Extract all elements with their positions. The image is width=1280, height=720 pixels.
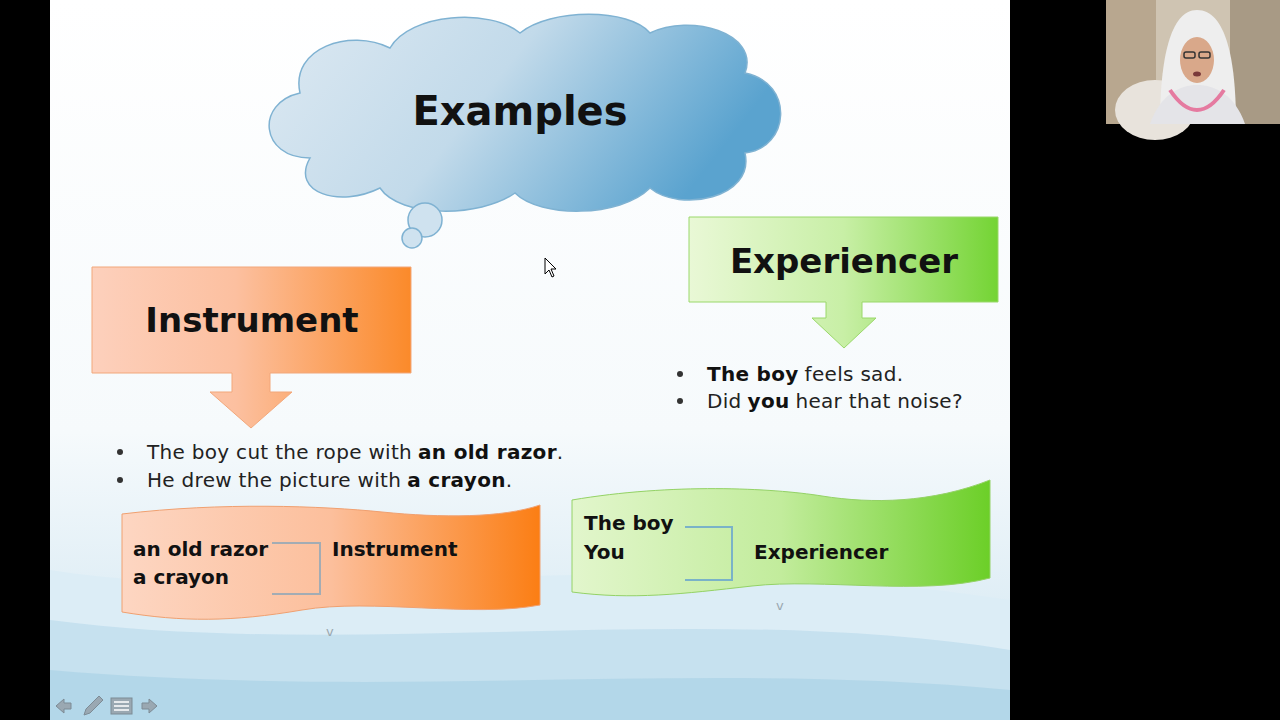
node-text: a crayon — [133, 566, 229, 588]
role-phrase: you — [748, 389, 790, 413]
node-heading: Instrument — [92, 300, 412, 340]
instrument-band: an old razor a crayon Instrument — [122, 500, 542, 622]
sentence-text: v — [776, 598, 784, 614]
bullet-dot — [677, 398, 683, 404]
node-text: The boy — [584, 512, 674, 534]
node-heading: Examples — [250, 88, 790, 134]
sentence-text: . — [557, 440, 564, 464]
bullet-dot — [117, 449, 123, 455]
example-sentence: Didyouhear that noise? — [707, 389, 963, 413]
example-sentence: The boyfeels sad. — [707, 362, 903, 386]
example-sentence: The boy cut the rope withan old razor. — [147, 440, 564, 464]
cloud-heading: Examples — [250, 8, 790, 248]
sentence-text: feels sad. — [805, 362, 904, 386]
node-text: Instrument — [332, 538, 457, 560]
experiencer-callout: Experiencer — [689, 217, 999, 349]
experiencer-band: The boyYou Experiencer — [572, 478, 992, 598]
sentence-text: v — [326, 624, 334, 640]
sentence-text: He drew the picture with — [147, 468, 401, 492]
sentence-text: Did — [707, 389, 742, 413]
sentence-text: hear that noise? — [795, 389, 962, 413]
role-phrase: a crayon — [407, 468, 505, 492]
role-phrase: The boy — [707, 362, 799, 386]
instrument-band-shape — [122, 500, 542, 622]
slide-mark: v — [326, 624, 334, 640]
bullet-dot — [117, 477, 123, 483]
bullet-dot — [677, 371, 683, 377]
sentence-text: . — [506, 468, 513, 492]
node-text: You — [584, 541, 625, 563]
example-sentence: He drew the picture witha crayon. — [147, 468, 512, 492]
slide-mark: v — [776, 598, 784, 614]
experiencer-band-shape — [572, 478, 992, 598]
node-heading: Experiencer — [689, 241, 999, 281]
sentence-text: The boy cut the rope with — [147, 440, 412, 464]
instrument-callout: Instrument — [92, 267, 412, 429]
node-text: an old razor — [133, 538, 268, 560]
role-phrase: an old razor — [418, 440, 557, 464]
experiencer-callout-shape — [689, 217, 999, 349]
node-text: Experiencer — [754, 541, 888, 563]
instrument-callout-shape — [92, 267, 412, 429]
